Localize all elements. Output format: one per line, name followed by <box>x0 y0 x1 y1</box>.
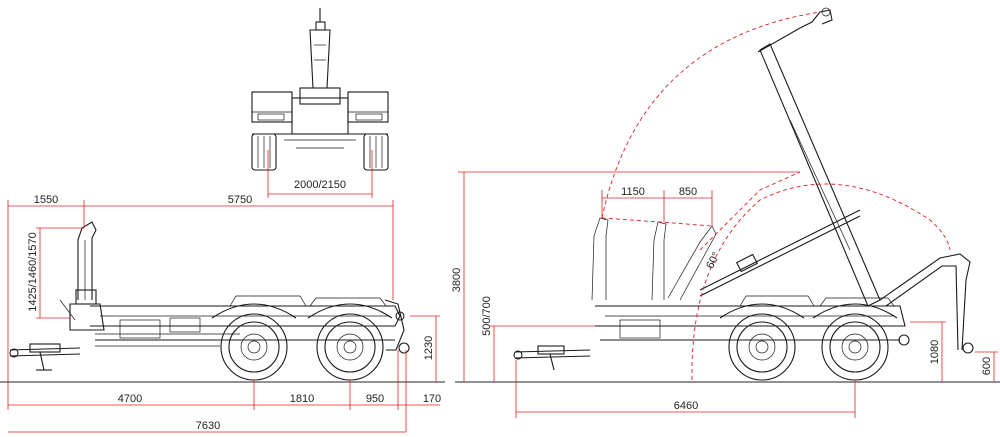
rear-roller-height-label: 1080 <box>929 340 941 364</box>
rear-track-label: 2000/2150 <box>294 179 346 191</box>
side-view-tipping: 3800 500/700 1150 850 60° 1080 600 6460 <box>451 7 1000 418</box>
front-overhang-label: 1550 <box>34 194 58 206</box>
pickup-height-label: 600 <box>981 357 993 375</box>
coupling-heights-label: 500/700 <box>481 296 493 336</box>
total-length-label: 7630 <box>196 420 220 432</box>
frame-height-label: 1230 <box>423 336 435 360</box>
bumper-label: 170 <box>423 393 441 405</box>
hook-heights-label: 1425/1460/1570 <box>27 232 39 312</box>
tip-angle-label: 60° <box>704 250 722 270</box>
tip-reach-label: 6460 <box>674 400 698 412</box>
tip-offset-2-label: 850 <box>679 186 697 198</box>
tipping-height-label: 3800 <box>451 268 463 292</box>
wheelbase-front-label: 4700 <box>118 393 142 405</box>
rear-overhang-label: 950 <box>366 393 384 405</box>
axle-spacing-label: 1810 <box>290 393 314 405</box>
body-length-label: 5750 <box>228 194 252 206</box>
side-view-transport: 1550 5750 1425/1460/1570 1230 4700 1810 … <box>0 194 445 433</box>
rear-view: 2000/2150 <box>251 8 389 198</box>
tip-offset-1-label: 1150 <box>621 186 645 198</box>
